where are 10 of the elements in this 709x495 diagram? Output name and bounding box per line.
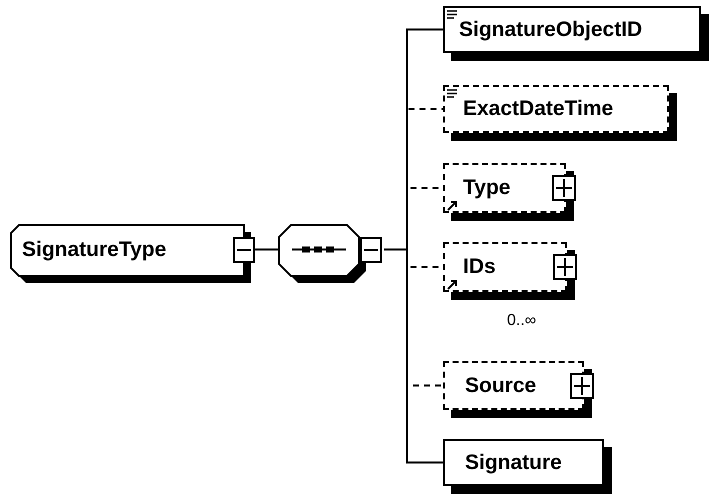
element-name: ExactDateTime bbox=[463, 97, 614, 121]
element-name: Type bbox=[463, 176, 510, 200]
element-name: IDs bbox=[463, 255, 496, 279]
element-name: Source bbox=[465, 374, 536, 398]
connector-line bbox=[384, 248, 443, 464]
connector-line bbox=[255, 248, 278, 250]
element-name: SignatureType bbox=[22, 238, 166, 262]
element-name: SignatureObjectID bbox=[459, 18, 642, 42]
element-name: Signature bbox=[465, 450, 562, 474]
occurrence-label: 0..∞ bbox=[507, 312, 536, 330]
